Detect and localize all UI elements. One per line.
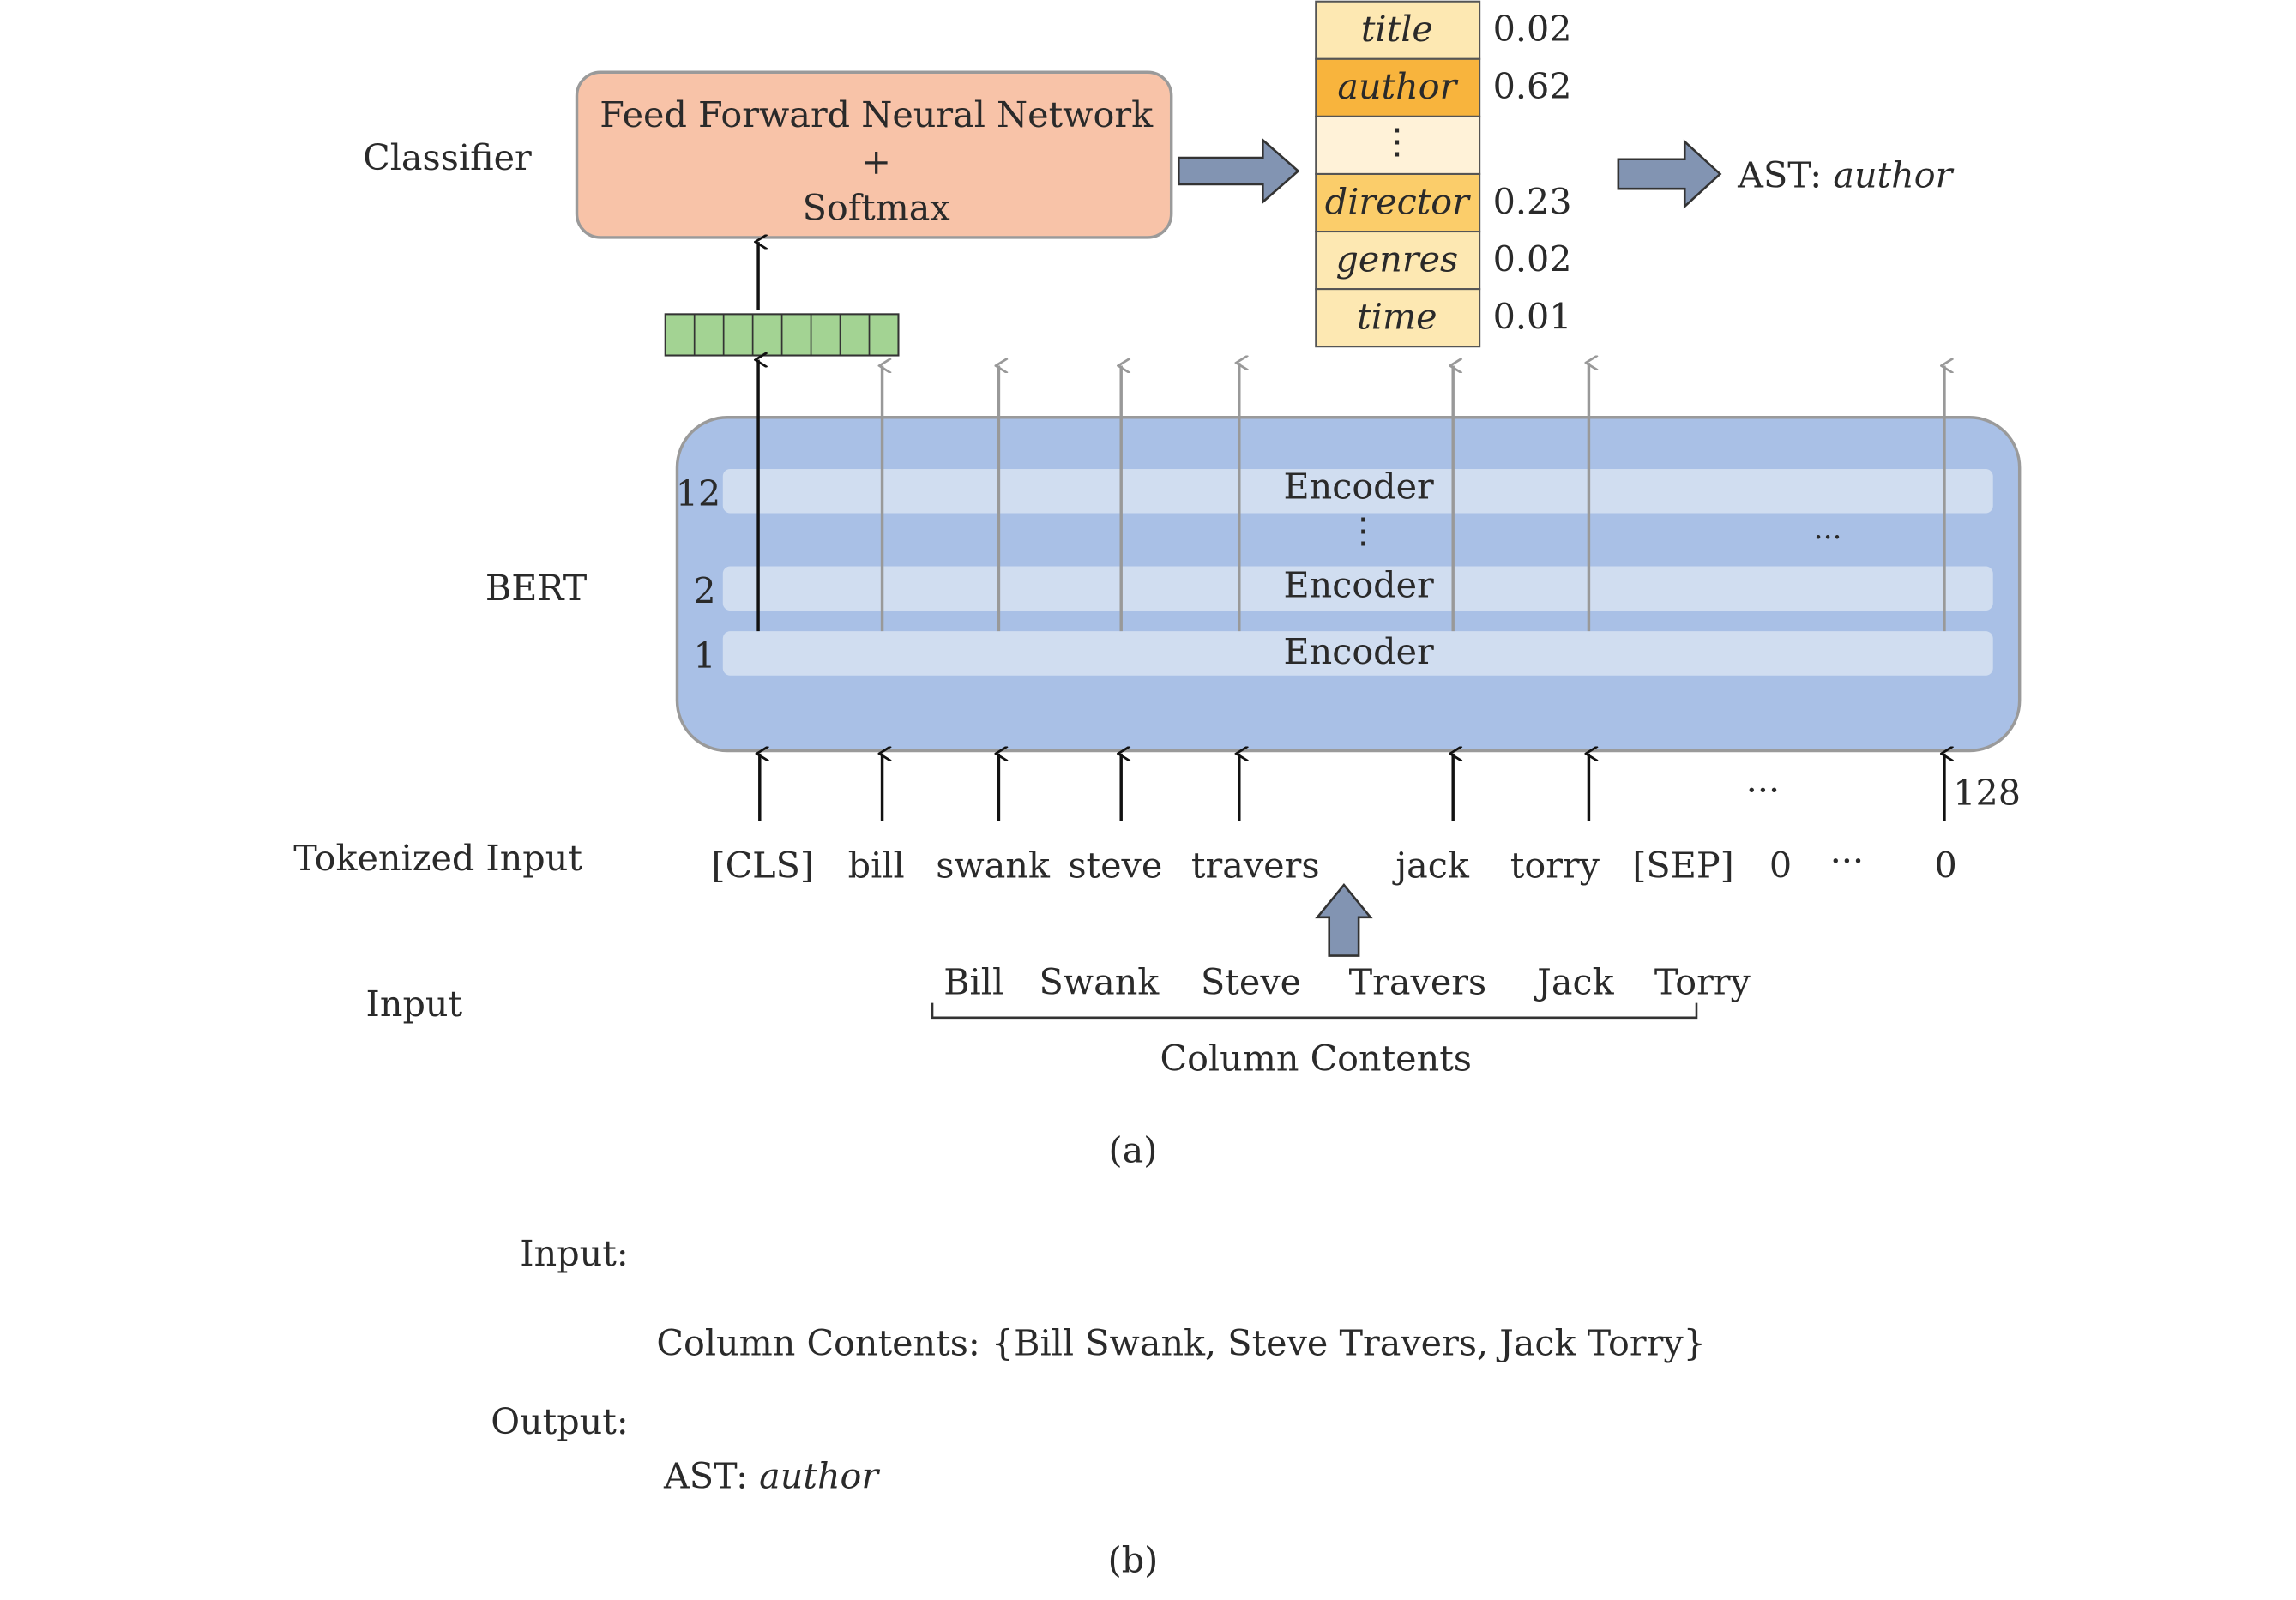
encoder-2-label: Encoder <box>1283 564 1434 606</box>
classifier-box <box>575 70 1173 239</box>
column-contents-brace <box>931 1002 1698 1020</box>
column-contents-label: Column Contents <box>1160 1038 1472 1080</box>
class-label-time: time <box>1357 296 1437 338</box>
encoder-hdots: ... <box>1813 510 1842 546</box>
input-word: Travers <box>1348 961 1487 1003</box>
classifier-softmax: Softmax <box>802 187 950 229</box>
token: swank <box>936 845 1050 887</box>
input-word: Bill <box>943 961 1004 1003</box>
table-row-ellipsis <box>1315 115 1481 175</box>
encoder-layer-2 <box>722 566 1993 611</box>
input-word: Torry <box>1654 961 1751 1003</box>
cls-embedding-vector <box>664 313 900 357</box>
classifier-label: Classifier <box>363 136 532 179</box>
tokenized-input-label: Tokenized Input <box>293 837 582 880</box>
token: steve <box>1068 845 1163 887</box>
class-label-title: title <box>1360 9 1433 51</box>
bert-label: BERT <box>485 568 588 610</box>
input-word: Swank <box>1039 961 1160 1003</box>
encoder-layer-12 <box>722 468 1993 514</box>
token-pad: 0 <box>1769 845 1793 887</box>
encoder-2-number: 2 <box>693 570 716 612</box>
ast-result-prefix: AST: <box>1738 154 1834 196</box>
part-b-output-label: Output: <box>491 1401 629 1443</box>
part-b-ast-prefix: AST: <box>664 1455 760 1497</box>
table-to-result-arrow <box>1617 139 1722 209</box>
class-score-title: 0.02 <box>1492 9 1572 51</box>
class-label-director: director <box>1324 181 1469 223</box>
class-label-ellipsis: ⋮ <box>1379 121 1415 163</box>
sequence-length-label: 128 <box>1953 773 2022 815</box>
input-label: Input <box>365 983 463 1026</box>
token: bill <box>847 845 905 887</box>
token-cls: [CLS] <box>711 845 814 887</box>
encoder-12-number: 12 <box>675 473 721 515</box>
part-b-ast: AST: author <box>664 1459 878 1494</box>
table-row-genres <box>1315 231 1481 291</box>
encoder-12-label: Encoder <box>1283 466 1434 508</box>
table-row-author <box>1315 57 1481 117</box>
input-word: Steve <box>1201 961 1302 1003</box>
token: jack <box>1395 845 1469 887</box>
class-score-author: 0.62 <box>1492 66 1572 108</box>
input-arrow-dots: ··· <box>1745 769 1781 811</box>
bert-input-arrows <box>760 754 1944 822</box>
encoder-1-label: Encoder <box>1283 631 1434 673</box>
input-to-tokens-arrow <box>1315 882 1373 957</box>
bert-output-arrows <box>883 363 1944 632</box>
token: travers <box>1190 845 1320 887</box>
caption-a: (a) <box>1108 1129 1158 1171</box>
table-row-time <box>1315 288 1481 348</box>
class-label-author: author <box>1337 66 1457 108</box>
input-word: Jack <box>1537 961 1614 1003</box>
caption-b: (b) <box>1107 1539 1159 1581</box>
token: torry <box>1510 845 1600 887</box>
class-score-director: 0.23 <box>1492 181 1572 223</box>
ast-result-value: author <box>1833 154 1953 196</box>
ast-result: AST: author <box>1738 158 1952 193</box>
class-score-time: 0.01 <box>1492 296 1572 338</box>
encoder-layer-1 <box>722 631 1993 676</box>
encoder-1-number: 1 <box>693 635 716 677</box>
table-row-director <box>1315 172 1481 233</box>
part-b-column-contents: Column Contents: {Bill Swank, Steve Trav… <box>656 1322 1706 1364</box>
token-sep: [SEP] <box>1632 845 1734 887</box>
classifier-to-table-arrow <box>1177 137 1300 205</box>
encoder-vdots: ⋮ <box>1345 510 1381 552</box>
part-b-ast-value: author <box>759 1455 879 1497</box>
part-b-input-label: Input: <box>520 1232 629 1275</box>
token-pad: 0 <box>1934 845 1957 887</box>
token-ellipsis: ··· <box>1829 840 1865 882</box>
class-score-genres: 0.02 <box>1492 238 1572 280</box>
classifier-title: Feed Forward Neural Network <box>600 94 1154 136</box>
classifier-plus: + <box>861 141 891 183</box>
class-label-genres: genres <box>1335 238 1459 280</box>
